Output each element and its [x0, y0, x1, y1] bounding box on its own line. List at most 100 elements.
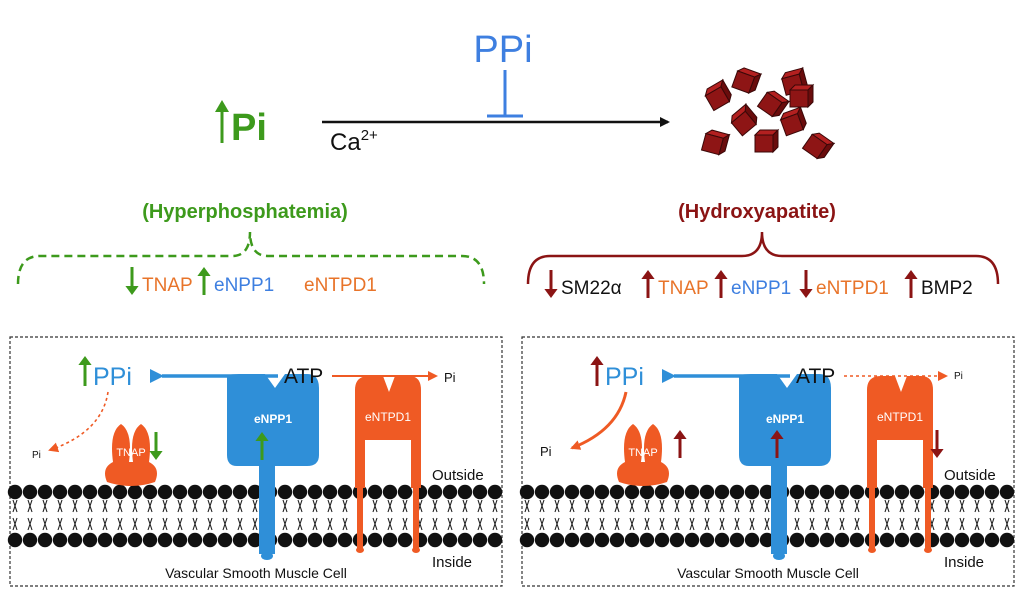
marker-label: TNAP: [658, 278, 709, 299]
hydroxyapatite-caption: (Hydroxyapatite): [678, 201, 836, 223]
ppi-up-arrow-icon: [78, 356, 92, 386]
lipid-head: [67, 484, 83, 500]
lipid-head: [127, 484, 143, 500]
tnap-label: TNAP: [628, 447, 657, 459]
ppi-to-pi-arrow-icon: [48, 391, 109, 453]
tnap-change-arrow-icon: [149, 432, 163, 460]
lipid-head: [127, 532, 143, 548]
lipid-head: [744, 532, 760, 548]
lipid-head: [307, 532, 323, 548]
crystal-block: [788, 83, 815, 109]
crystal-block: [756, 90, 791, 118]
right-brace: [526, 231, 1000, 285]
enpp1-label: eNPP1: [766, 412, 804, 426]
lipid-head: [684, 484, 700, 500]
pi-up-arrow-icon: [215, 100, 229, 143]
lipid-bilayer: [7, 484, 503, 548]
lipid-head: [744, 484, 760, 500]
lipid-head: [654, 532, 670, 548]
lipid-head: [819, 532, 835, 548]
lipid-head: [984, 532, 1000, 548]
arrow-up-icon: [197, 267, 211, 295]
lipid-head: [247, 532, 263, 548]
lipid-head: [82, 532, 98, 548]
lipid-head: [789, 532, 805, 548]
ppi-to-pi-arrow-icon: [570, 391, 628, 450]
lipid-head: [427, 532, 443, 548]
marker-bmp2: BMP2: [904, 270, 973, 299]
lipid-head: [457, 484, 473, 500]
lipid-head: [202, 484, 218, 500]
arrow-down-icon: [799, 270, 813, 298]
arrow-up-icon: [641, 270, 655, 298]
tnap-change-arrow-icon: [673, 430, 687, 458]
lipid-head: [879, 532, 895, 548]
lipid-head: [277, 532, 293, 548]
lipid-head: [729, 484, 745, 500]
ppi-label: PPi: [605, 363, 644, 391]
lipid-head: [397, 532, 413, 548]
lipid-head: [579, 484, 595, 500]
entpd1-change-arrow-icon: [930, 430, 944, 458]
lipid-head: [67, 532, 83, 548]
lipid-head: [624, 532, 640, 548]
crystal-block: [730, 102, 758, 137]
lipid-head: [594, 484, 610, 500]
pi-product-label: Pi: [954, 371, 963, 382]
lipid-head: [894, 532, 910, 548]
crystal-block: [700, 129, 731, 156]
marker-enpp1: eNPP1: [197, 267, 274, 296]
lipid-head: [909, 484, 925, 500]
marker-sm22: SM22α: [544, 270, 622, 299]
lipid-head: [549, 532, 565, 548]
lipid-head: [7, 532, 23, 548]
enpp1-change-arrow-icon: [770, 430, 784, 458]
lipid-head: [382, 532, 398, 548]
lipid-head: [487, 484, 503, 500]
enpp1-protein: eNPP1: [227, 374, 319, 560]
lipid-head: [187, 484, 203, 500]
lipid-head: [22, 484, 38, 500]
lipid-head: [232, 484, 248, 500]
pi-from-ppi-label: Pi: [32, 450, 41, 461]
lipid-head: [22, 532, 38, 548]
lipid-head: [969, 484, 985, 500]
entpd1-protein: eNTPD1: [355, 376, 421, 553]
hyperphosphatemia-caption: (Hyperphosphatemia): [142, 201, 348, 223]
lipid-head: [939, 532, 955, 548]
crystal-block: [731, 67, 763, 95]
pi-product-label: Pi: [444, 370, 456, 385]
lipid-head: [172, 532, 188, 548]
lipid-head: [849, 484, 865, 500]
lipid-head: [789, 484, 805, 500]
tnap-protein: TNAP: [105, 424, 157, 486]
lipid-head: [337, 484, 353, 500]
lipid-head: [157, 484, 173, 500]
crystal-block: [779, 105, 807, 137]
lipid-head: [397, 484, 413, 500]
lipid-head: [879, 484, 895, 500]
lipid-head: [564, 484, 580, 500]
lipid-head: [442, 532, 458, 548]
lipid-head: [999, 484, 1015, 500]
panel-frame: [521, 336, 1015, 587]
lipid-head: [172, 484, 188, 500]
marker-label: eNPP1: [731, 278, 791, 299]
marker-label: eNTPD1: [816, 278, 889, 299]
ppi-inhibitor-label: PPi: [473, 29, 532, 71]
marker-label: eNPP1: [214, 275, 274, 296]
lipid-head: [37, 484, 53, 500]
inside-label: Inside: [432, 554, 472, 571]
crystal-block: [753, 128, 780, 154]
lipid-head: [52, 484, 68, 500]
lipid-head: [292, 532, 308, 548]
lipid-head: [609, 532, 625, 548]
lipid-head: [142, 532, 158, 548]
lipid-head: [427, 484, 443, 500]
lipid-head: [804, 484, 820, 500]
lipid-head: [714, 532, 730, 548]
cell-label: Vascular Smooth Muscle Cell: [677, 565, 859, 581]
